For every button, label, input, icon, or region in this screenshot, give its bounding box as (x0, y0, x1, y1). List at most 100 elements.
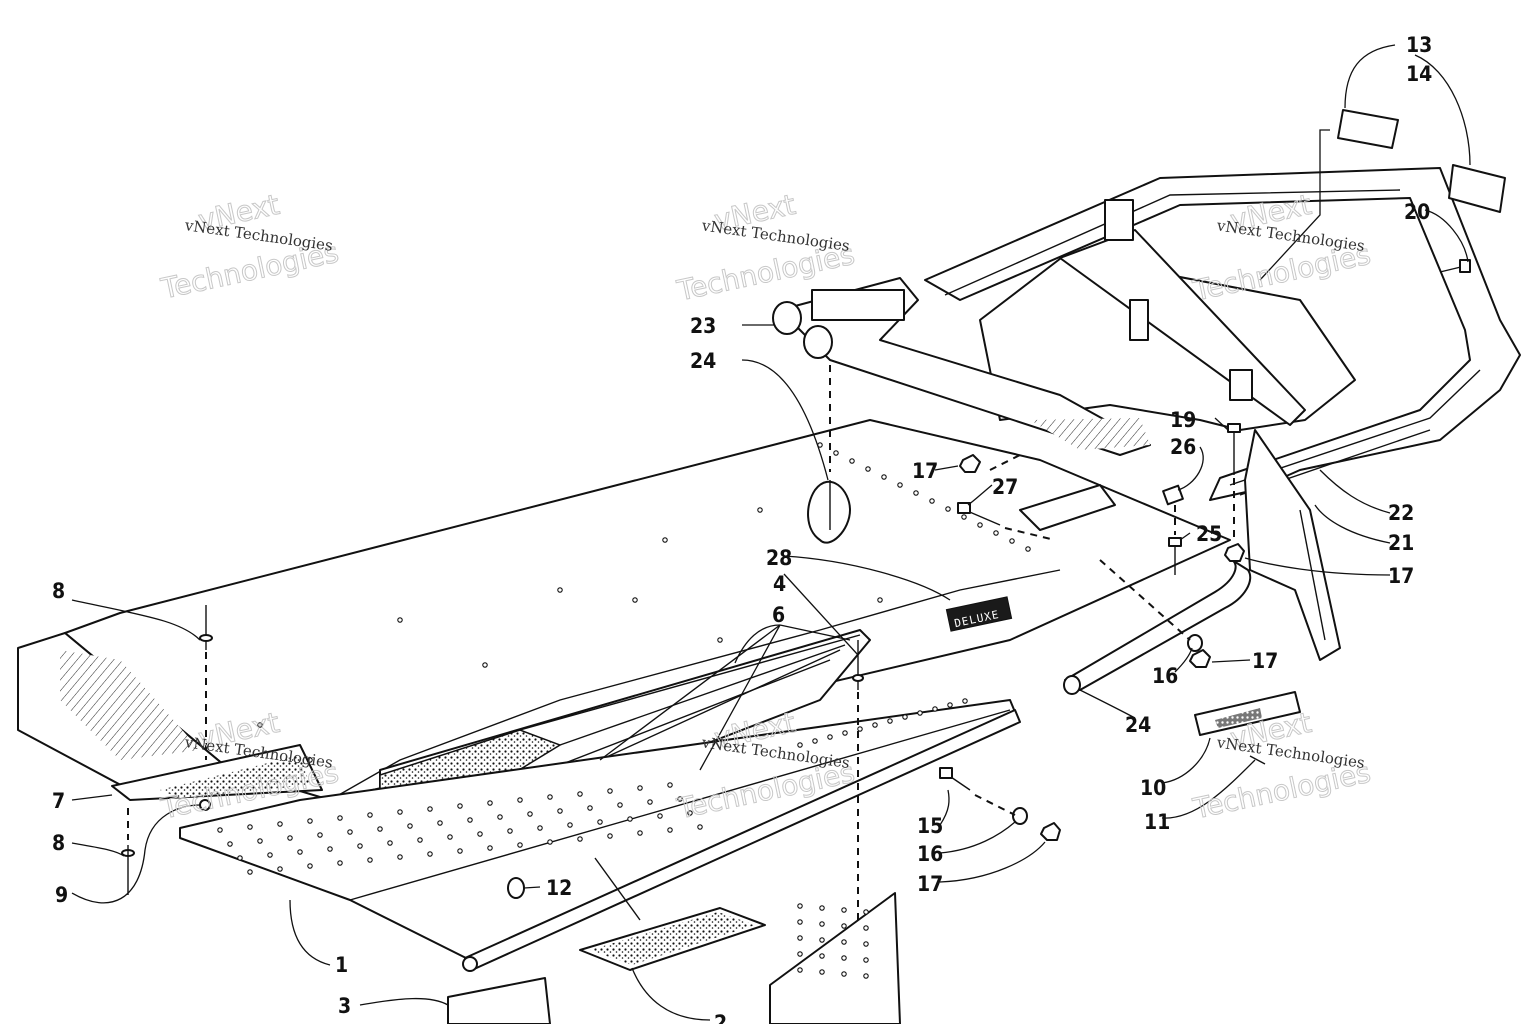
bolt-18 (1227, 423, 1241, 475)
rivet-hole (537, 825, 543, 831)
rivet-hole (237, 855, 243, 861)
rivet-hole (607, 833, 613, 839)
callout-2: 2 (714, 1011, 727, 1024)
rivet-hole (317, 832, 323, 838)
rivet-hole (397, 617, 403, 623)
rivet-hole (797, 951, 803, 957)
rivet-hole (367, 857, 373, 863)
rivet-hole (877, 597, 883, 603)
rivet-hole (357, 843, 363, 849)
rivet-hole (287, 835, 293, 841)
nut-17-a (959, 454, 981, 473)
rivet-hole (497, 814, 503, 820)
callout-17-a: 17 (912, 459, 938, 483)
rivet-hole (482, 662, 488, 668)
snow-flap-20 (1244, 429, 1341, 661)
rivet-hole (819, 937, 825, 943)
rivet-hole (827, 734, 833, 740)
rivet-hole (797, 903, 803, 909)
callout-14: 14 (1406, 62, 1432, 86)
rivet-hole (993, 530, 999, 536)
callout-8-top: 8 (52, 579, 65, 603)
rivet-hole (297, 849, 303, 855)
rivet-hole (637, 785, 643, 791)
rivet-hole (842, 730, 848, 736)
rivet-hole (377, 826, 383, 832)
rivet-hole (627, 816, 633, 822)
rivet-hole (577, 791, 583, 797)
rivet-hole (247, 824, 253, 830)
rivet-hole (597, 819, 603, 825)
rivet-hole (863, 957, 869, 963)
rivet-hole (961, 514, 967, 520)
rivet-hole (1025, 546, 1031, 552)
rivet-hole (647, 799, 653, 805)
rivet-hole (427, 806, 433, 812)
rivet-hole (929, 498, 935, 504)
rivet-hole (863, 941, 869, 947)
rivet-hole (677, 796, 683, 802)
rivet-hole (607, 788, 613, 794)
rivet-hole (819, 953, 825, 959)
rivet-hole (849, 458, 855, 464)
callout-1: 1 (335, 953, 348, 977)
callout-15: 15 (917, 814, 943, 838)
side-bracket-2 (769, 892, 901, 1025)
assembly-line-6 (974, 794, 1016, 816)
side-bracket-3 (447, 977, 551, 1025)
footrest-leader (594, 857, 641, 921)
callout-28: 28 (766, 546, 792, 570)
callout-12: 12 (546, 876, 572, 900)
nut-17-c (1189, 649, 1211, 668)
plug-12 (507, 877, 525, 899)
rear-frame-box (979, 199, 1356, 431)
rivet-hole (347, 829, 353, 835)
callout-7: 7 (52, 789, 65, 813)
bottom-pan (179, 698, 1021, 972)
callout-17-c: 17 (1252, 649, 1278, 673)
callout-21: 23 (690, 314, 716, 338)
rivet-hole (487, 845, 493, 851)
rivet-hole (397, 854, 403, 860)
rivet-hole (337, 860, 343, 866)
nut-17-b (1224, 543, 1245, 562)
rivet-hole (337, 815, 343, 821)
rivet-hole (947, 702, 953, 708)
callout-4: 4 (773, 572, 786, 596)
bolt-15 (939, 767, 971, 791)
rivet-hole (257, 838, 263, 844)
rivet-hole (477, 831, 483, 837)
rivet-hole (962, 698, 968, 704)
rivet-hole (819, 969, 825, 975)
footrest-pad (579, 907, 766, 971)
callout-labels: 8 7 8 9 1 3 2 12 6 4 28 23 24 17 27 19 2… (52, 33, 1432, 1029)
leader-lines (71, 44, 1471, 1021)
rivet-hole (887, 718, 893, 724)
rivet-8-bottom (121, 845, 135, 895)
rivet-hole (457, 848, 463, 854)
callout-6: 6 (772, 603, 785, 627)
rivet-hole (277, 821, 283, 827)
callout-8-bottom: 8 (52, 831, 65, 855)
rivet-hole (841, 907, 847, 913)
washer-16-b (1012, 807, 1028, 825)
rivet-hole (863, 973, 869, 979)
rivet-hole (667, 827, 673, 833)
rivet-hole (865, 466, 871, 472)
rivet-hole (717, 637, 723, 643)
rivet-8-top (199, 605, 213, 650)
nut-17-d (1040, 822, 1061, 841)
rivet-hole (457, 803, 463, 809)
callout-20: 21 (1388, 531, 1414, 555)
rivet-hole (857, 726, 863, 732)
rivet-hole (797, 919, 803, 925)
bumper-tube-24 (1063, 559, 1252, 695)
rivet-hole (863, 909, 869, 915)
rivet-hole (507, 828, 513, 834)
callout-24: 24 (1125, 713, 1151, 737)
callout-11: 11 (1144, 810, 1170, 834)
rivet-hole (902, 714, 908, 720)
rivet-hole (881, 474, 887, 480)
rivet-hole (247, 869, 253, 875)
